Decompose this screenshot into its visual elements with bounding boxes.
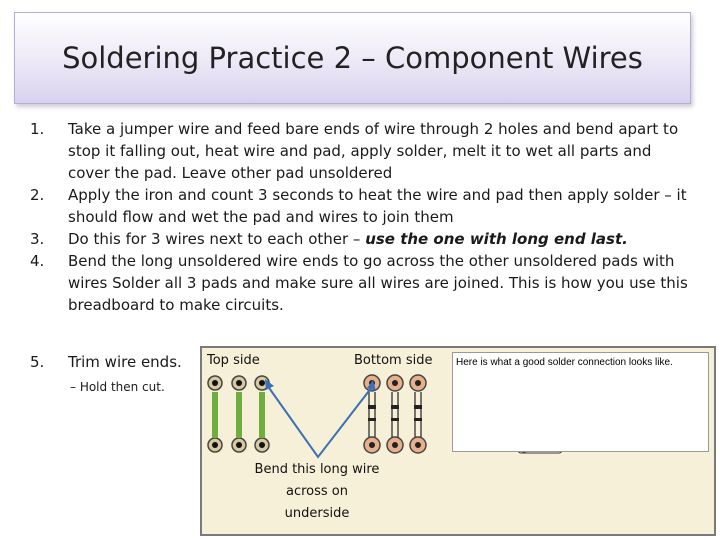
steps-list: 1. Take a jumper wire and feed bare ends… xyxy=(30,118,690,316)
bend-note: Bend this long wire across on underside xyxy=(254,462,380,521)
sub-bullet: – Hold then cut. xyxy=(70,380,165,394)
step-1: 1. Take a jumper wire and feed bare ends… xyxy=(30,118,690,184)
step-number: 4. xyxy=(30,252,45,270)
top-side-pads xyxy=(207,375,270,453)
inset-caption: Here is what a good solder connection lo… xyxy=(456,357,673,368)
step-4: 4. Bend the long unsoldered wire ends to… xyxy=(30,250,690,316)
step-text: Trim wire ends. xyxy=(68,353,182,371)
top-side-label: Top side xyxy=(207,353,260,368)
arrow-head-left xyxy=(265,379,274,390)
step-text-plain: Do this for 3 wires next to each other – xyxy=(68,230,366,248)
title-box: Soldering Practice 2 – Component Wires xyxy=(14,12,691,104)
bend-arrow xyxy=(266,384,373,459)
step-number: 5. xyxy=(30,353,45,371)
step-2: 2. Apply the iron and count 3 seconds to… xyxy=(30,184,690,228)
step-text: Apply the iron and count 3 seconds to he… xyxy=(68,186,687,226)
step-3: 3. Do this for 3 wires next to each othe… xyxy=(30,228,690,250)
arrow-head-right xyxy=(367,380,376,391)
step-number: 1. xyxy=(30,120,45,138)
step-text: Take a jumper wire and feed bare ends of… xyxy=(68,120,679,182)
step-5: 5. Trim wire ends. xyxy=(30,351,182,373)
step-text: Bend the long unsoldered wire ends to go… xyxy=(68,252,688,314)
step-text: Do this for 3 wires next to each other –… xyxy=(68,228,690,250)
step-text-emphasis: use the one with long end last. xyxy=(365,230,628,248)
step-number: 2. xyxy=(30,186,45,204)
solder-inset-panel: Here is what a good solder connection lo… xyxy=(452,352,709,452)
slide-title: Soldering Practice 2 – Component Wires xyxy=(62,41,643,75)
step-number: 3. xyxy=(30,230,45,248)
bottom-side-label: Bottom side xyxy=(354,353,433,368)
